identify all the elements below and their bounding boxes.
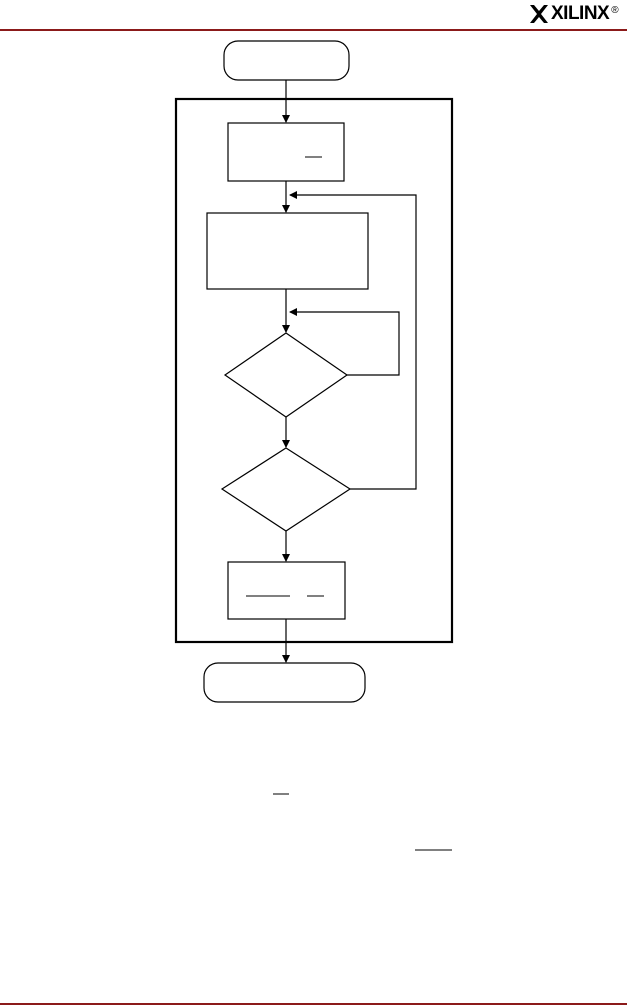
start-terminal — [223, 40, 350, 81]
loop-back-inner — [289, 308, 400, 376]
header-rule — [0, 29, 627, 31]
loop-back-outer — [289, 191, 417, 490]
end-terminal — [203, 662, 366, 703]
xilinx-logo: XILINX ® — [528, 2, 619, 26]
logo-text: XILINX — [551, 3, 610, 24]
decision-2 — [220, 447, 352, 532]
final-box — [227, 561, 346, 620]
decision-1 — [223, 332, 349, 418]
process-box — [206, 212, 369, 290]
init-box — [227, 122, 345, 182]
footer-rule — [0, 1003, 627, 1005]
registered-mark: ® — [611, 4, 619, 16]
xilinx-mark-icon — [530, 5, 548, 23]
container-frame — [174, 97, 454, 644]
